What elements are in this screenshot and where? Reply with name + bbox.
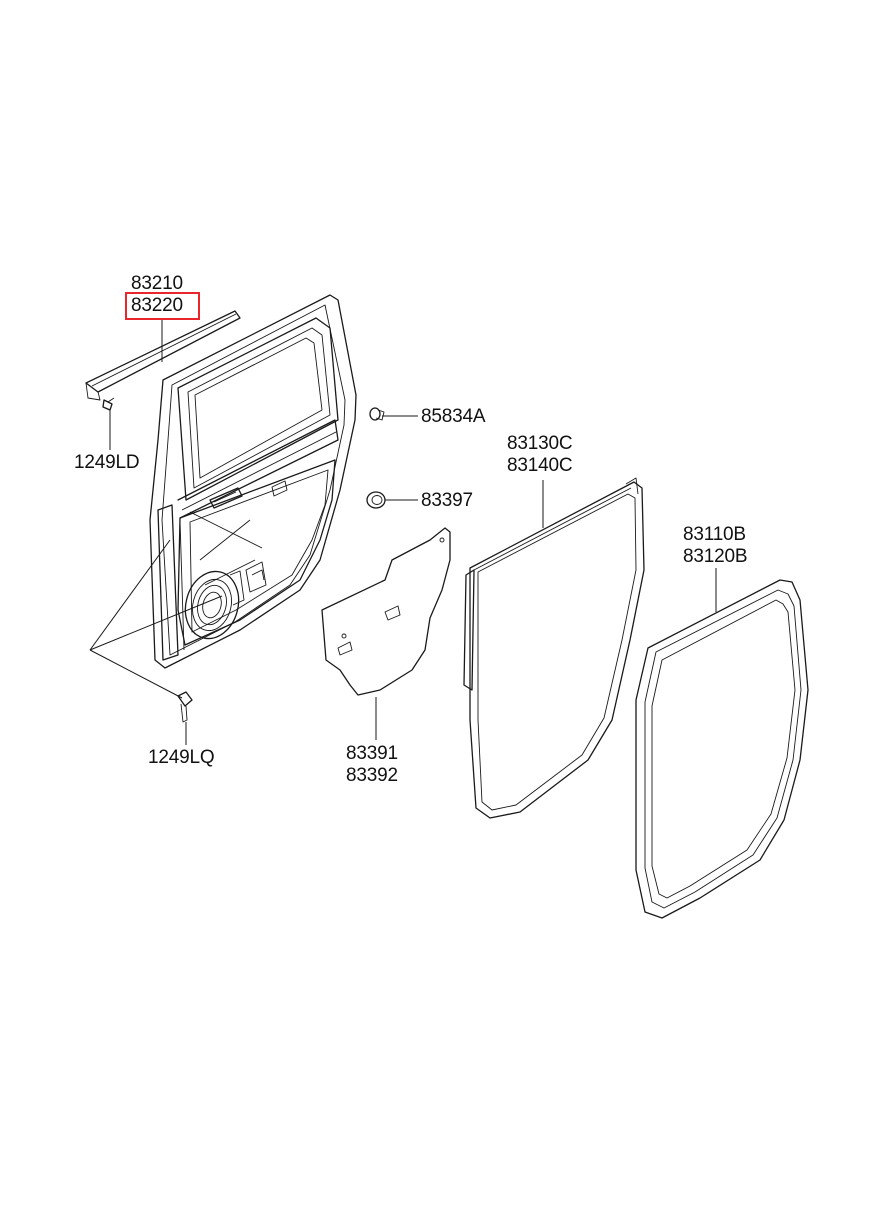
part-label-85834a[interactable]: 85834A bbox=[421, 406, 486, 427]
part-label-83392[interactable]: 83392 bbox=[346, 765, 398, 786]
clip-1249lq-part[interactable] bbox=[178, 692, 192, 722]
part-label-1249lq[interactable]: 1249LQ bbox=[148, 747, 215, 768]
leader-lines bbox=[110, 319, 716, 745]
belt-weatherstrip-part[interactable] bbox=[86, 311, 240, 400]
screw-1249ld-part[interactable] bbox=[103, 398, 114, 410]
part-label-1249ld[interactable]: 1249LD bbox=[74, 452, 140, 473]
1249lq-leaders bbox=[90, 540, 222, 698]
door-weatherstrip-outer-part[interactable] bbox=[636, 580, 808, 918]
part-label-83110b[interactable]: 83110B bbox=[683, 524, 746, 545]
part-label-83130c[interactable]: 83130C bbox=[507, 433, 573, 454]
part-label-83140c[interactable]: 83140C bbox=[507, 455, 573, 476]
part-label-83391[interactable]: 83391 bbox=[346, 743, 398, 764]
part-label-83120b[interactable]: 83120B bbox=[683, 546, 748, 567]
grommet-85834a-part[interactable] bbox=[370, 408, 384, 420]
sealing-cover-part[interactable] bbox=[322, 528, 450, 695]
door-weatherstrip-inner-part[interactable] bbox=[464, 478, 644, 818]
part-label-83220[interactable]: 83220 bbox=[131, 295, 183, 316]
plug-83397-part[interactable] bbox=[367, 492, 385, 508]
part-label-83210[interactable]: 83210 bbox=[131, 273, 183, 294]
highlight-box bbox=[125, 292, 200, 320]
part-label-83397[interactable]: 83397 bbox=[421, 490, 473, 511]
door-panel-part[interactable] bbox=[150, 295, 356, 668]
